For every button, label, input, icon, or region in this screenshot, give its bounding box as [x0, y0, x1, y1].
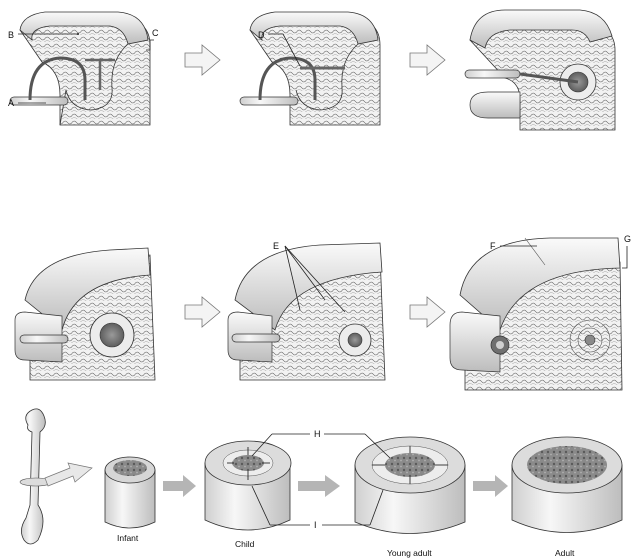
label-G: G — [624, 234, 631, 244]
child-bone-section — [204, 440, 292, 531]
label-D-group: D — [258, 30, 301, 67]
panel-3 — [464, 9, 616, 131]
arrow-right-icon — [184, 44, 221, 76]
panel-6 — [449, 237, 623, 391]
growth-arrow-icon — [163, 475, 196, 497]
growth-arrow-icon — [473, 475, 508, 497]
panel-5 — [227, 242, 386, 381]
label-I-group: I — [251, 485, 384, 530]
label-I: I — [314, 520, 317, 530]
caption-child: Child — [235, 539, 255, 549]
panel-4 — [14, 247, 156, 381]
adult-bone-section — [511, 436, 623, 533]
caption-young-adult: Young adult — [387, 548, 432, 558]
caption-adult: Adult — [555, 548, 575, 558]
blood-vessel — [9, 96, 69, 106]
section-arrow-icon — [44, 462, 93, 487]
panel-2 — [239, 11, 381, 126]
label-C-group: C — [146, 28, 159, 51]
arrow-right-icon — [184, 296, 221, 328]
infant-bone-section — [104, 456, 156, 529]
label-H: H — [314, 429, 321, 439]
label-B-group: B — [8, 30, 79, 40]
label-B: B — [8, 30, 14, 40]
arrow-right-icon — [409, 44, 446, 76]
femur-bone — [19, 408, 53, 545]
arrow-right-icon — [409, 296, 446, 328]
label-H-group: H — [251, 429, 391, 459]
caption-infant: Infant — [117, 533, 139, 543]
growth-arrow-icon — [298, 475, 340, 497]
label-E-group: E — [273, 241, 346, 313]
label-F-group: F — [490, 241, 537, 251]
label-C: C — [152, 28, 159, 38]
label-D: D — [258, 30, 265, 40]
label-G-group: G — [622, 234, 631, 269]
young-adult-bone-section — [354, 436, 466, 534]
label-A: A — [8, 98, 14, 108]
panel-1 — [9, 11, 151, 126]
label-E: E — [273, 241, 279, 251]
label-F: F — [490, 241, 496, 251]
label-A-group: A — [8, 98, 46, 108]
